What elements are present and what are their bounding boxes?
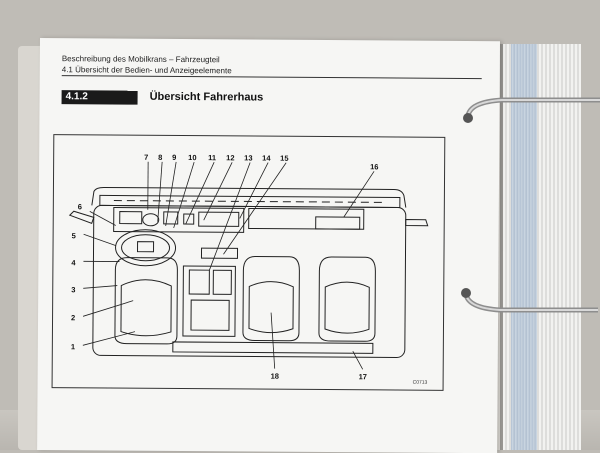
callout-17: 17 — [359, 372, 367, 381]
callout-14: 14 — [262, 154, 271, 163]
callout-3: 3 — [71, 285, 75, 294]
callout-2: 2 — [71, 313, 75, 322]
header-line-2: 4.1 Übersicht der Bedien- und Anzeigeele… — [62, 65, 232, 75]
callout-7: 7 — [144, 153, 148, 162]
section-number: 4.1.2 — [62, 90, 138, 105]
binder-ring-top — [462, 92, 600, 132]
callout-9: 9 — [172, 153, 176, 162]
manual-page: Beschreibung des Mobilkrans – Fahrzeugte… — [37, 38, 500, 453]
callout-15: 15 — [280, 154, 288, 163]
callout-10: 10 — [188, 153, 196, 162]
callout-8: 8 — [158, 153, 162, 162]
callout-12: 12 — [226, 153, 234, 162]
cab-outline — [69, 187, 428, 357]
callout-11: 11 — [208, 153, 216, 162]
callout-5: 5 — [72, 231, 76, 240]
callout-13: 13 — [244, 153, 252, 162]
callout-leaders — [83, 161, 374, 369]
header-line-1: Beschreibung des Mobilkrans – Fahrzeugte… — [62, 54, 220, 64]
figure-code: C0713 — [413, 380, 428, 386]
section-title: Übersicht Fahrerhaus — [150, 91, 264, 104]
callout-18: 18 — [271, 372, 279, 381]
header-rule — [62, 75, 482, 79]
cab-figure: 1 2 3 4 5 6 7 8 9 10 11 12 13 14 15 16 1… — [52, 134, 446, 391]
callout-1: 1 — [71, 342, 75, 351]
callout-4: 4 — [71, 258, 76, 267]
callout-16: 16 — [370, 162, 378, 171]
binder-ring-bottom — [460, 284, 600, 324]
callout-6: 6 — [78, 202, 82, 211]
cab-drawing: 1 2 3 4 5 6 7 8 9 10 11 12 13 14 15 16 1… — [53, 135, 447, 392]
